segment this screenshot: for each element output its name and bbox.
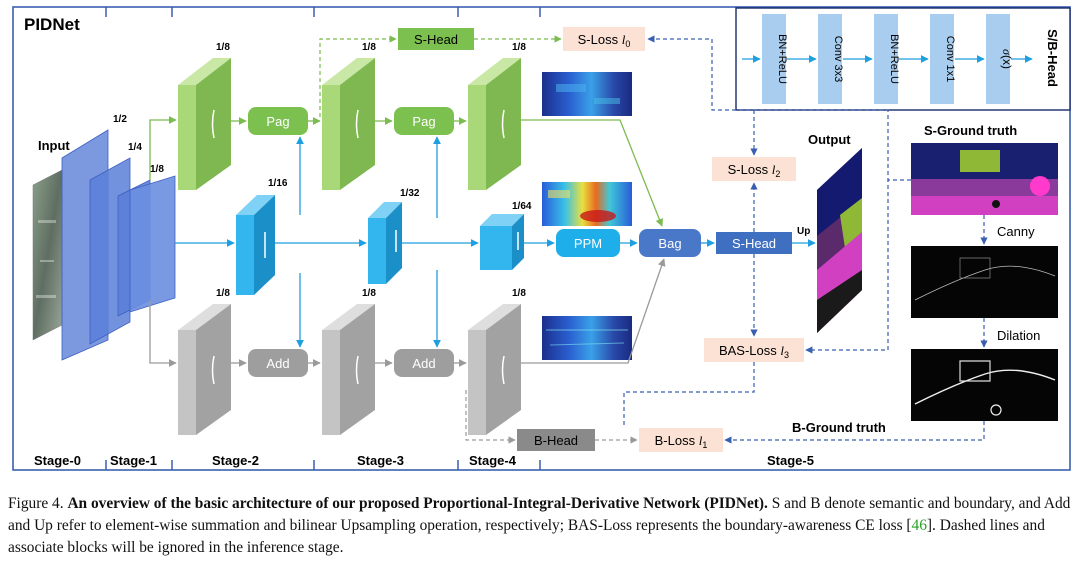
output-label: Output: [808, 132, 851, 147]
sb-head-title: S/B-Head: [1045, 29, 1060, 87]
caption-text-end: ]. Dashed lines and associate blocks wil…: [8, 517, 1045, 556]
stage-label: Stage-1: [110, 453, 157, 468]
output-segmentation: [817, 148, 862, 333]
s-ground-truth-image: [911, 143, 1058, 215]
sb-head-panel: BN+ReLU Conv 3x3 BN+ReLU Conv 1x1 σ(x) S…: [735, 7, 1071, 111]
loss-label: S-Loss l0: [578, 32, 631, 49]
d-branch-connections: [149, 258, 666, 367]
module-label: S-Head: [414, 32, 458, 47]
s-loss-0: S-Loss l0: [563, 27, 645, 51]
s-head-top: S-Head: [398, 28, 474, 50]
stage-ticks: [105, 7, 541, 470]
scale-label: 1/8: [216, 288, 230, 299]
i-branch-block-stage4: [480, 214, 524, 270]
scale-label: 1/4: [128, 142, 142, 153]
module-label: Bag: [658, 236, 681, 251]
p-branch-block-stage2: [178, 58, 231, 190]
pag-module-1: Pag: [248, 107, 308, 135]
heatmap-i-branch: [542, 182, 632, 226]
head-block-label: Conv 1x1: [944, 36, 956, 82]
bas-loss-3: BAS-Loss l3: [704, 338, 804, 362]
head-block-bn-relu-2: [874, 14, 898, 104]
add-module-1: Add: [248, 349, 308, 377]
b-head: B-Head: [517, 429, 595, 451]
module-label: S-Head: [732, 236, 776, 251]
i-branch-block-stage3: [368, 202, 402, 284]
p-branch-block-stage3: [322, 58, 375, 190]
scale-label: 1/8: [150, 164, 164, 175]
head-block-label: BN+ReLU: [888, 34, 900, 84]
p-branch-connections: [149, 116, 664, 227]
module-label: PPM: [574, 236, 602, 251]
outer-frame: [12, 6, 1071, 471]
head-block-label: BN+ReLU: [776, 34, 788, 84]
d-branch-block-stage2: [178, 304, 231, 435]
s-ground-truth-label: S-Ground truth: [924, 123, 1017, 138]
i-branch-connections: [175, 136, 816, 348]
architecture-diagram: PIDNet BN+ReLU Conv 3x3 BN+ReLU Conv 1x1…: [12, 6, 1071, 471]
dashed-bottom-connections: [465, 390, 638, 444]
module-label: Add: [412, 356, 435, 371]
d-branch-block-stage4: [468, 304, 521, 435]
s-loss-2: S-Loss l2: [712, 157, 796, 181]
input-label: Input: [38, 138, 70, 153]
scale-label: 1/64: [512, 201, 532, 212]
backbone-planes: [61, 129, 176, 361]
scale-label: 1/8: [512, 42, 526, 53]
stage-label: Stage-2: [212, 453, 259, 468]
head-block-conv1x1: [930, 14, 954, 104]
caption-text: S and B denote semantic and boundary, an…: [8, 495, 1071, 534]
add-module-2: Add: [394, 349, 454, 377]
canny-label: Canny: [997, 224, 1035, 239]
p-branch-block-stage4: [468, 58, 521, 190]
dashed-loss-connections: [623, 35, 988, 444]
caption-figure-label: Figure 4.: [8, 495, 64, 512]
s-head-main: S-Head: [716, 232, 792, 254]
scale-label: 1/8: [362, 288, 376, 299]
head-block-conv3x3: [818, 14, 842, 104]
b-ground-truth-label: B-Ground truth: [792, 420, 886, 435]
module-label: Pag: [412, 114, 435, 129]
head-block-label: Conv 3x3: [832, 36, 844, 82]
scale-label: 1/16: [268, 178, 288, 189]
scale-label: 1/2: [113, 114, 127, 125]
up-label: Up: [797, 226, 810, 237]
scale-label: 1/8: [216, 42, 230, 53]
input-image: [32, 169, 63, 341]
stage-label: Stage-4: [469, 453, 517, 468]
dashed-top-connections: [319, 35, 562, 117]
stage-label: Stage-3: [357, 453, 404, 468]
stage-label: Stage-5: [767, 453, 814, 468]
loss-label: BAS-Loss l3: [719, 343, 789, 360]
module-label: Pag: [266, 114, 289, 129]
b-loss-1: B-Loss l1: [639, 428, 723, 452]
i-branch-block-stage2: [236, 195, 275, 295]
module-label: Add: [266, 356, 289, 371]
head-block-bn-relu-1: [762, 14, 786, 104]
heatmap-d-branch: [542, 316, 632, 360]
sigmoid-label: σ(x): [1000, 49, 1014, 69]
caption-citation[interactable]: 46: [911, 517, 927, 534]
stage-label: Stage-0: [34, 453, 81, 468]
module-label: B-Head: [534, 433, 578, 448]
loss-label: S-Loss l2: [728, 162, 781, 179]
dilation-label: Dilation: [997, 328, 1040, 343]
bag-module: Bag: [639, 229, 701, 257]
scale-label: 1/32: [400, 188, 420, 199]
caption-bold-text: An overview of the basic architecture of…: [67, 495, 768, 512]
dilation-image: [911, 349, 1058, 421]
scale-label: 1/8: [362, 42, 376, 53]
diagram-title: PIDNet: [24, 15, 80, 34]
scale-label: 1/8: [512, 288, 526, 299]
loss-label: B-Loss l1: [655, 433, 708, 450]
figure-caption: Figure 4. An overview of the basic archi…: [8, 493, 1074, 559]
ppm-module: PPM: [556, 229, 620, 257]
heatmap-p-branch: [542, 72, 632, 116]
pag-module-2: Pag: [394, 107, 454, 135]
head-block-sigmoid: [986, 14, 1010, 104]
canny-image: [911, 246, 1058, 318]
d-branch-block-stage3: [322, 304, 375, 435]
